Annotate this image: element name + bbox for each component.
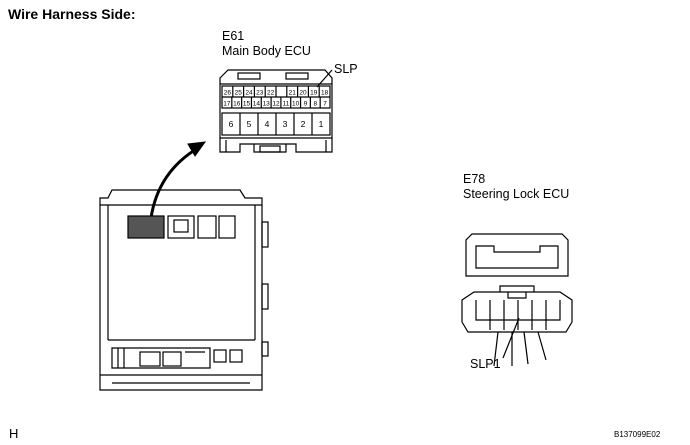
e61-pin-25: 25 xyxy=(235,90,243,97)
e61-pin-7: 7 xyxy=(323,101,327,108)
e61-code: E61 xyxy=(222,29,245,43)
e61-pin-15: 15 xyxy=(243,101,251,108)
e61-pin-10: 10 xyxy=(292,101,300,108)
e61-pin-4: 4 xyxy=(265,119,270,129)
e61-pin-23: 23 xyxy=(256,90,264,97)
e61-pin-6: 6 xyxy=(229,119,234,129)
figure-id: B137099E02 xyxy=(614,430,661,439)
e61-name: Main Body ECU xyxy=(222,44,311,58)
e61-pin-14: 14 xyxy=(253,101,261,108)
e61-pin-22: 22 xyxy=(267,90,275,97)
e61-slp-callout: SLP xyxy=(334,62,358,76)
e61-pin-24: 24 xyxy=(245,90,253,97)
e61-pin-12: 12 xyxy=(272,101,280,108)
e78-connector-face xyxy=(465,233,569,277)
e61-pin-18: 18 xyxy=(321,90,329,97)
e78-connector-harness xyxy=(461,285,573,367)
e61-pin-21: 21 xyxy=(289,90,297,97)
e61-pin-16: 16 xyxy=(233,101,241,108)
e61-pin-17: 17 xyxy=(223,101,231,108)
e61-pin-8: 8 xyxy=(313,101,317,108)
page-title: Wire Harness Side: xyxy=(8,6,136,22)
e61-pin-1: 1 xyxy=(319,119,324,129)
e61-pin-11: 11 xyxy=(282,101,289,108)
e78-code: E78 xyxy=(463,172,486,186)
e78-slp1-callout: SLP1 xyxy=(470,357,501,371)
main-body-ecu-unit xyxy=(99,189,269,391)
e61-pin-26: 26 xyxy=(224,90,232,97)
e61-connector xyxy=(219,69,333,153)
e61-pin-13: 13 xyxy=(263,101,271,108)
location-arrow xyxy=(149,146,199,219)
e61-pin-5: 5 xyxy=(247,119,252,129)
footer-left-label: H xyxy=(9,426,19,441)
e61-pin-9: 9 xyxy=(304,101,308,108)
e61-pin-3: 3 xyxy=(283,119,288,129)
e78-name: Steering Lock ECU xyxy=(463,187,570,201)
e61-pin-19: 19 xyxy=(310,90,318,97)
e61-pin-20: 20 xyxy=(299,90,307,97)
e61-pin-2: 2 xyxy=(301,119,306,129)
